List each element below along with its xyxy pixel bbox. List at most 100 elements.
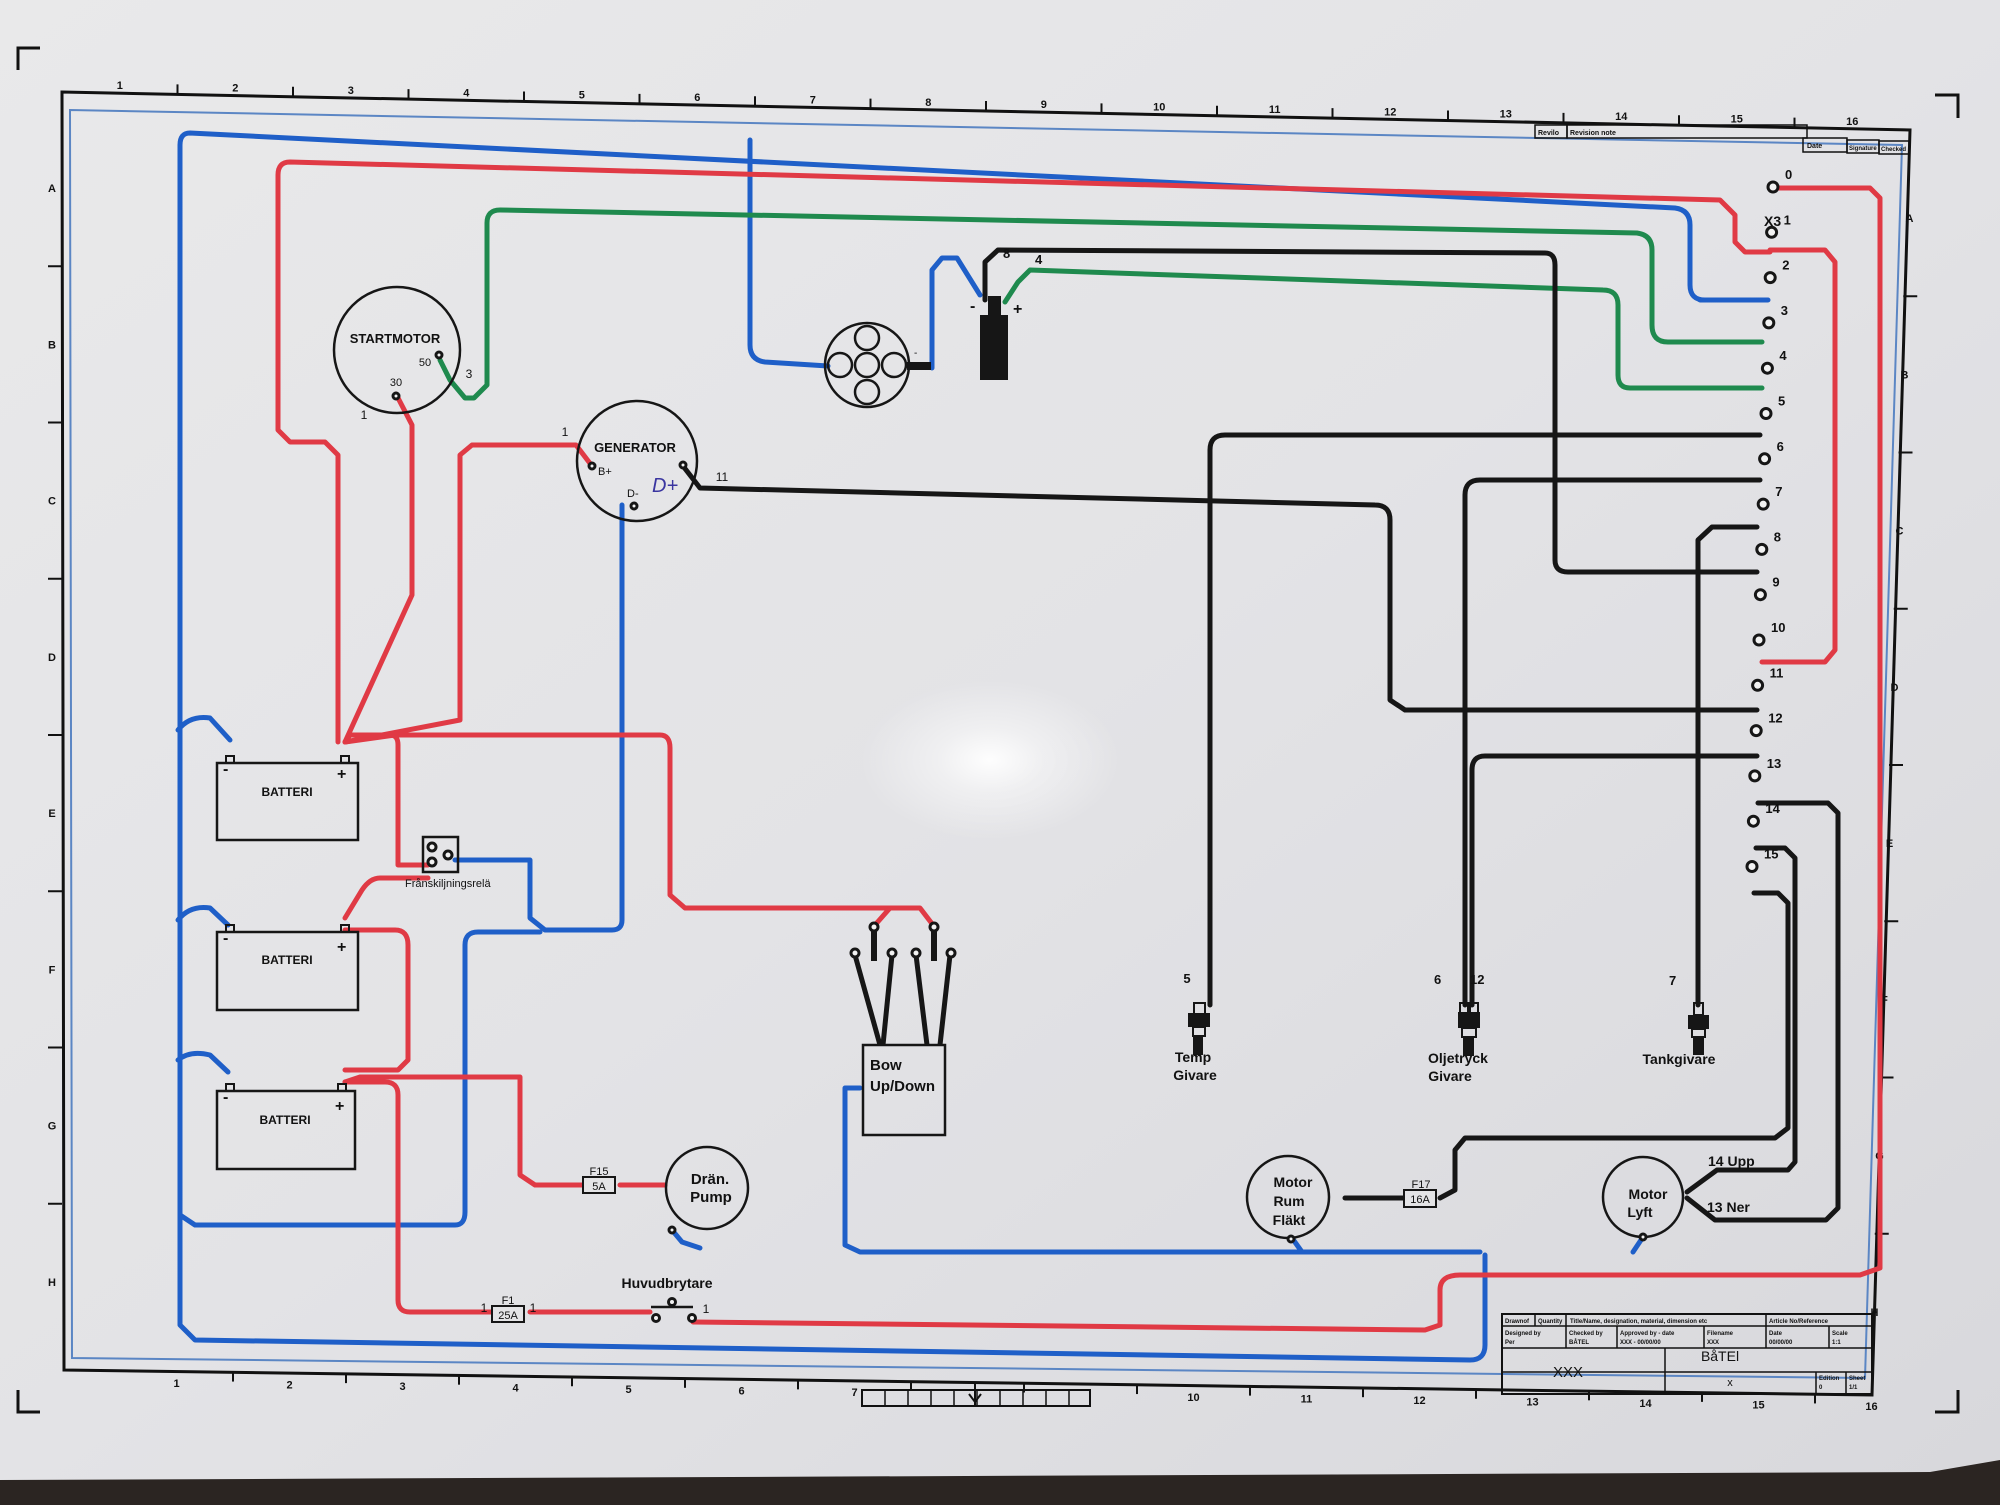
fuse-f17[interactable]: F17 16A <box>1403 1179 1437 1208</box>
revision-note-label: Revision note <box>1570 130 1616 137</box>
x3-terminal[interactable] <box>1762 316 1776 330</box>
generator-wire-1: 1 <box>562 425 569 439</box>
wire-startmotor-30 <box>342 391 415 745</box>
wire-coil-plus <box>1002 267 1765 391</box>
revision-date-label: Date <box>1807 143 1822 150</box>
bow-label-2: Up/Down <box>870 1078 935 1095</box>
wire-oil-6 <box>1462 477 1763 1008</box>
temp-sensor[interactable]: 5 Temp Givare <box>1173 971 1217 1083</box>
wire-fan-15 <box>1437 890 1791 1201</box>
date-value: 00/00/00 <box>1769 1340 1793 1346</box>
x3-terminal[interactable] <box>1758 452 1772 466</box>
column-label: 5 <box>579 90 585 102</box>
lift-motor[interactable]: Motor Lyft 14 Upp 13 Ner <box>1601 1153 1755 1242</box>
battery-2[interactable]: BATTERI - + <box>215 924 360 1012</box>
pump-label-2: Pump <box>690 1189 732 1206</box>
fuse-f1-id: F1 <box>502 1295 515 1307</box>
column-label: 12 <box>1413 1395 1425 1407</box>
battery-2-label: BATTERI <box>261 953 312 967</box>
x3-terminal-label: 14 <box>1765 801 1780 816</box>
battery-2-plus: + <box>337 939 346 956</box>
x3-terminal[interactable] <box>1755 542 1769 556</box>
x3-terminal[interactable] <box>1759 407 1773 420</box>
x3-terminal[interactable] <box>1765 225 1779 239</box>
row-label-left: E <box>48 808 55 820</box>
coil-wire-8: 8 <box>1003 246 1010 261</box>
black-wires <box>680 247 1841 1223</box>
bow-up-down[interactable]: Bow Up/Down <box>849 921 957 1137</box>
tank-sensor[interactable]: 7 Tankgivare <box>1643 973 1716 1067</box>
main-switch-terminal: 1 <box>703 1302 710 1316</box>
coil-minus: - <box>970 298 975 315</box>
row-label-right: A <box>1906 213 1914 225</box>
x3-terminal[interactable] <box>1752 633 1766 647</box>
x3-terminal[interactable] <box>1745 860 1759 873</box>
x3-terminal-label: 5 <box>1778 394 1785 409</box>
x3-terminal[interactable] <box>1763 271 1777 285</box>
generator[interactable]: GENERATOR B+ D- D+ 1 11 <box>562 399 729 523</box>
x3-terminal[interactable] <box>1751 678 1765 692</box>
wire-generator-dplus <box>680 463 1760 713</box>
x3-terminal[interactable] <box>1746 814 1760 828</box>
main-switch-label: Huvudbrytare <box>621 1275 712 1291</box>
x3-terminal[interactable] <box>1749 724 1763 738</box>
temp-sensor-wire: 5 <box>1183 971 1190 986</box>
coil-wire-4: 4 <box>1035 252 1043 267</box>
ignition-coil[interactable]: - + 8 4 <box>970 246 1043 380</box>
battery-3-label: BATTERI <box>259 1113 310 1127</box>
edition-label: Edition <box>1819 1376 1840 1382</box>
x3-terminal[interactable] <box>1756 497 1770 511</box>
main-switch[interactable]: Huvudbrytare 1 <box>621 1275 713 1323</box>
designed-by-value: Per <box>1505 1340 1515 1346</box>
x3-terminal[interactable] <box>1748 769 1762 783</box>
startmotor-wire-3: 3 <box>466 367 473 381</box>
battery-1-plus: + <box>337 766 346 783</box>
crop-marks <box>16 46 1960 1414</box>
x3-terminal[interactable] <box>1766 180 1780 194</box>
startmotor-terminal-50: 50 <box>419 357 431 369</box>
battery-3[interactable]: BATTERI - + <box>215 1083 357 1171</box>
row-label-right: F <box>1881 994 1888 1006</box>
x3-terminal-label: 13 <box>1767 756 1781 771</box>
engine-room-fan[interactable]: Motor Rum Fläkt <box>1245 1154 1331 1244</box>
column-label: 7 <box>810 94 816 106</box>
revision-block: Revilo Revision note Date Signature Chec… <box>1534 124 1910 155</box>
row-label-left: F <box>49 964 56 976</box>
oil-pressure-sensor[interactable]: 6 12 Oljetryck Givare <box>1428 972 1488 1084</box>
startmotor-terminal-30: 30 <box>390 377 402 389</box>
tank-sensor-wire: 7 <box>1669 973 1676 988</box>
generator-b-plus: B+ <box>598 466 612 478</box>
scale-label: Scale <box>1832 1331 1848 1337</box>
oil-sensor-label-1: Oljetryck <box>1428 1050 1488 1066</box>
battery-1[interactable]: BATTERI - + <box>215 755 360 842</box>
x3-terminal-label: 6 <box>1777 439 1784 454</box>
column-label: 8 <box>925 97 931 109</box>
drain-pump[interactable]: Drän. Pump <box>664 1145 750 1235</box>
fuse-f1[interactable]: F1 25A 1 1 <box>481 1295 537 1323</box>
x3-terminal-label: 4 <box>1779 348 1787 363</box>
fan-label-2: Rum <box>1273 1193 1304 1209</box>
battery-1-label: BATTERI <box>261 785 312 799</box>
tank-sensor-label: Tankgivare <box>1643 1051 1716 1067</box>
fuse-f15[interactable]: F15 5A <box>582 1166 616 1194</box>
row-label-left: C <box>48 496 56 508</box>
oil-sensor-label-2: Givare <box>1428 1068 1472 1084</box>
isolation-relay[interactable]: Frånskiljningsrelä <box>405 835 491 890</box>
five-pin-connector[interactable]: - <box>823 321 931 409</box>
light-glare <box>860 680 1120 840</box>
startmotor[interactable]: STARTMOTOR 30 50 1 3 <box>332 285 473 422</box>
x3-terminal[interactable] <box>1760 361 1774 375</box>
oil-sensor-wire-6: 6 <box>1434 972 1441 987</box>
wire-connector-ground <box>747 137 831 369</box>
column-label: 16 <box>1865 1401 1877 1413</box>
relay-label: Frånskiljningsrelä <box>405 878 491 890</box>
green-wires <box>437 207 1765 401</box>
oil-sensor-wire-12: 12 <box>1470 972 1484 987</box>
fuse-f1-left: 1 <box>481 1301 488 1315</box>
temp-sensor-label-1: Temp <box>1175 1049 1211 1065</box>
row-label-right: E <box>1886 838 1893 850</box>
x3-terminal[interactable] <box>1753 588 1767 602</box>
